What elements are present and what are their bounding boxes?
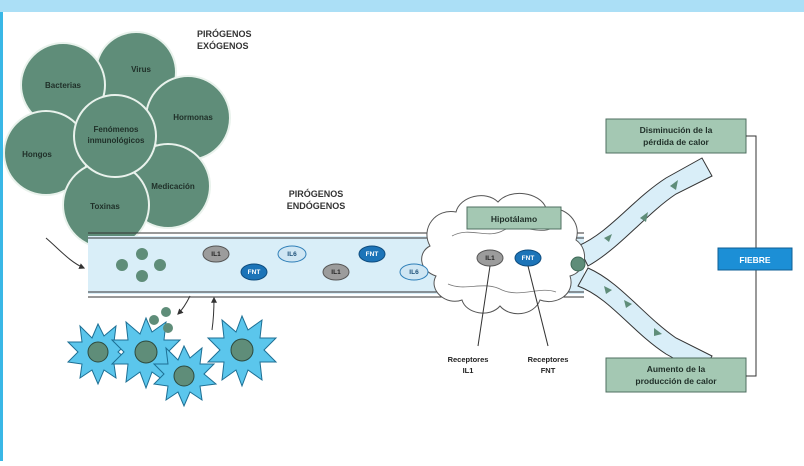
- fnt-receptor-label-line2: FNT: [541, 366, 556, 375]
- il1-receptor-leader: [477, 265, 491, 347]
- flow-marker: [640, 212, 648, 222]
- hormonas-label: Hormonas: [173, 113, 213, 122]
- fnt-molecule: FNT: [240, 263, 268, 281]
- fenomenos-circle: [73, 94, 157, 178]
- heat-production-box: [605, 357, 747, 393]
- endogenous-title-line2: ENDÓGENOS: [287, 200, 346, 211]
- heat-loss-line1: Disminución de la: [640, 125, 713, 135]
- flow-marker: [604, 234, 612, 242]
- cell-dot: [136, 248, 148, 260]
- fenomenos-label-line2: inmunológicos: [88, 136, 145, 145]
- released-particle: [161, 307, 171, 317]
- branch-vessels: [577, 157, 713, 375]
- flow-marker: [624, 300, 632, 308]
- endogenous-title-line1: PIRÓGENOS: [289, 188, 344, 199]
- medicacion-label: Medicación: [151, 182, 195, 191]
- flow-marker: [604, 286, 612, 294]
- virus-label: Virus: [131, 65, 151, 74]
- heat-production-line1: Aumento de la: [647, 364, 706, 374]
- fenomenos-label-line1: Fenómenos: [94, 125, 139, 134]
- heat-loss-box: [605, 118, 747, 154]
- upper-branch-vessel: [577, 157, 713, 267]
- il1-molecule: IL1: [322, 263, 350, 281]
- macrophage-nucleus: [134, 340, 158, 364]
- vessel-to-cells-arrow: [177, 295, 191, 315]
- svg-text:IL1: IL1: [331, 269, 341, 276]
- junction-dot: [570, 256, 586, 272]
- fnt-receptor-molecule: FNT: [514, 249, 542, 267]
- svg-text:IL6: IL6: [409, 269, 419, 276]
- il6-molecule: IL6: [277, 245, 307, 263]
- cell-dot: [154, 259, 166, 271]
- cluster-to-vessel-arrow: [45, 237, 86, 269]
- header-band: [0, 0, 804, 12]
- svg-text:FNT: FNT: [522, 255, 535, 262]
- flow-marker: [654, 328, 662, 336]
- exogenous-title-line2: EXÓGENOS: [197, 40, 249, 51]
- cell-dot: [136, 270, 148, 282]
- fnt-receptor-label-line1: Receptores: [528, 355, 569, 364]
- hipotalamo-label: Hipotálamo: [491, 214, 537, 224]
- bacterias-label: Bacterias: [45, 81, 82, 90]
- cells-to-vessel-arrow: [210, 296, 217, 331]
- il6-molecule: IL6: [399, 263, 429, 281]
- hipotalamo-box: [466, 206, 562, 230]
- svg-text:FNT: FNT: [366, 251, 379, 258]
- macrophage-group: [66, 307, 278, 408]
- svg-text:IL1: IL1: [485, 255, 495, 262]
- brain-fold: [451, 227, 553, 237]
- macrophage-nucleus: [173, 365, 195, 387]
- svg-text:IL6: IL6: [287, 251, 297, 258]
- fnt-receptor-leader: [527, 265, 549, 347]
- brain-fold: [447, 283, 557, 294]
- fiebre-label: FIEBRE: [739, 255, 771, 265]
- released-particle: [149, 315, 159, 325]
- svg-text:IL1: IL1: [211, 251, 221, 258]
- il1-receptor-label-line1: Receptores: [448, 355, 489, 364]
- exogenous-pyrogen-cluster: Bacterias Virus Hormonas Fenómenos inmun…: [3, 31, 231, 249]
- il1-molecule: IL1: [202, 245, 230, 263]
- heat-production-line2: producción de calor: [635, 376, 717, 386]
- il1-receptor-label-line2: IL1: [463, 366, 474, 375]
- il1-receptor-molecule: IL1: [476, 249, 504, 267]
- hongos-label: Hongos: [22, 150, 52, 159]
- fiebre-box: [717, 247, 793, 271]
- toxinas-label: Toxinas: [90, 202, 120, 211]
- cell-dot: [116, 259, 128, 271]
- exogenous-title-line1: PIRÓGENOS: [197, 28, 252, 39]
- released-particle: [163, 323, 173, 333]
- macrophage-nucleus: [87, 341, 109, 363]
- flow-marker: [670, 180, 678, 190]
- fnt-molecule: FNT: [358, 245, 386, 263]
- macrophage-nucleus: [230, 338, 254, 362]
- heat-loss-line2: pérdida de calor: [643, 137, 709, 147]
- svg-text:FNT: FNT: [248, 269, 261, 276]
- left-border: [0, 12, 3, 461]
